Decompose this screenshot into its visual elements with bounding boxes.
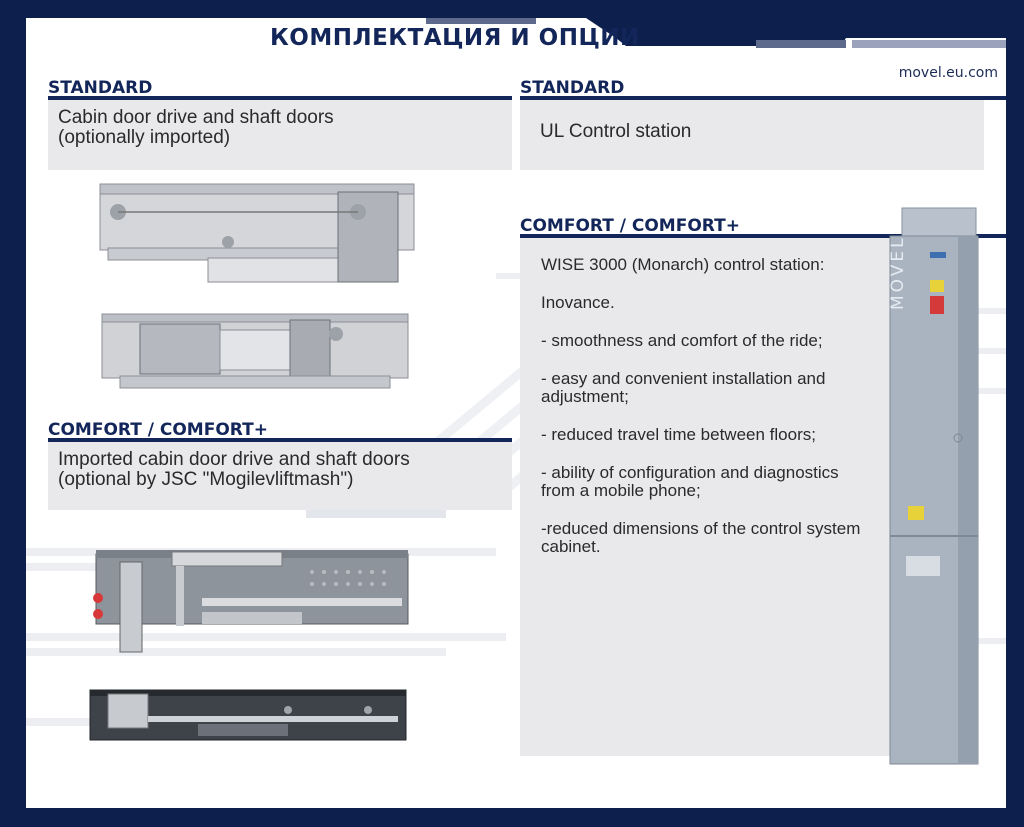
list-item: WISE 3000 (Monarch) control station: (541, 255, 825, 274)
left-comfort-label: COMFORT / COMFORT+ (48, 420, 268, 440)
list-item: Inovance. (541, 293, 615, 312)
website-link[interactable]: movel.eu.com (898, 65, 998, 81)
left-comfort-box: Imported cabin door drive and shaft door… (48, 442, 512, 510)
page-frame: КОМПЛЕКТАЦИЯ И ОПЦИИ movel.eu.com STANDA… (26, 18, 1006, 808)
left-standard-box: Cabin door drive and shaft doors (option… (48, 100, 512, 170)
left-standard-text-line2: (optionally imported) (58, 127, 231, 148)
left-standard-rule (48, 96, 512, 100)
right-standard-text: UL Control station (540, 121, 692, 142)
door-drive-image-1 (99, 183, 415, 283)
left-standard-text-line1: Cabin door drive and shaft doors (58, 107, 334, 128)
list-item: - ability of configuration and diagnosti… (541, 463, 839, 500)
page-title: КОМПЛЕКТАЦИЯ И ОПЦИИ (270, 25, 640, 51)
right-comfort-box: WISE 3000 (Monarch) control station: Ino… (520, 238, 890, 756)
right-comfort-rule (520, 234, 1006, 238)
right-comfort-list: WISE 3000 (Monarch) control station: Ino… (541, 256, 871, 576)
control-cabinet-image: MOVEL (888, 206, 980, 766)
list-item: - easy and convenient installation and a… (541, 369, 826, 406)
left-comfort-rule (48, 438, 512, 442)
door-drive-image-2 (101, 313, 409, 389)
cabinet-body (889, 207, 979, 765)
right-standard-label: STANDARD (520, 78, 625, 98)
right-standard-rule (520, 96, 1006, 100)
left-comfort-text-line1: Imported cabin door drive and shaft door… (58, 449, 410, 470)
left-comfort-text-line2: (optional by JSC "Mogilevliftmash") (58, 469, 354, 490)
imported-door-drive-image-2 (89, 689, 407, 741)
title-banner (236, 18, 1006, 54)
left-standard-label: STANDARD (48, 78, 153, 98)
list-item: - reduced travel time between floors; (541, 425, 816, 444)
list-item: - smoothness and comfort of the ride; (541, 331, 823, 350)
list-item: -reduced dimensions of the control syste… (541, 519, 861, 556)
right-standard-box: UL Control station (520, 100, 984, 170)
imported-door-drive-image-1 (93, 550, 409, 653)
cabinet-brand: MOVEL (888, 235, 908, 310)
right-comfort-label: COMFORT / COMFORT+ (520, 216, 740, 236)
